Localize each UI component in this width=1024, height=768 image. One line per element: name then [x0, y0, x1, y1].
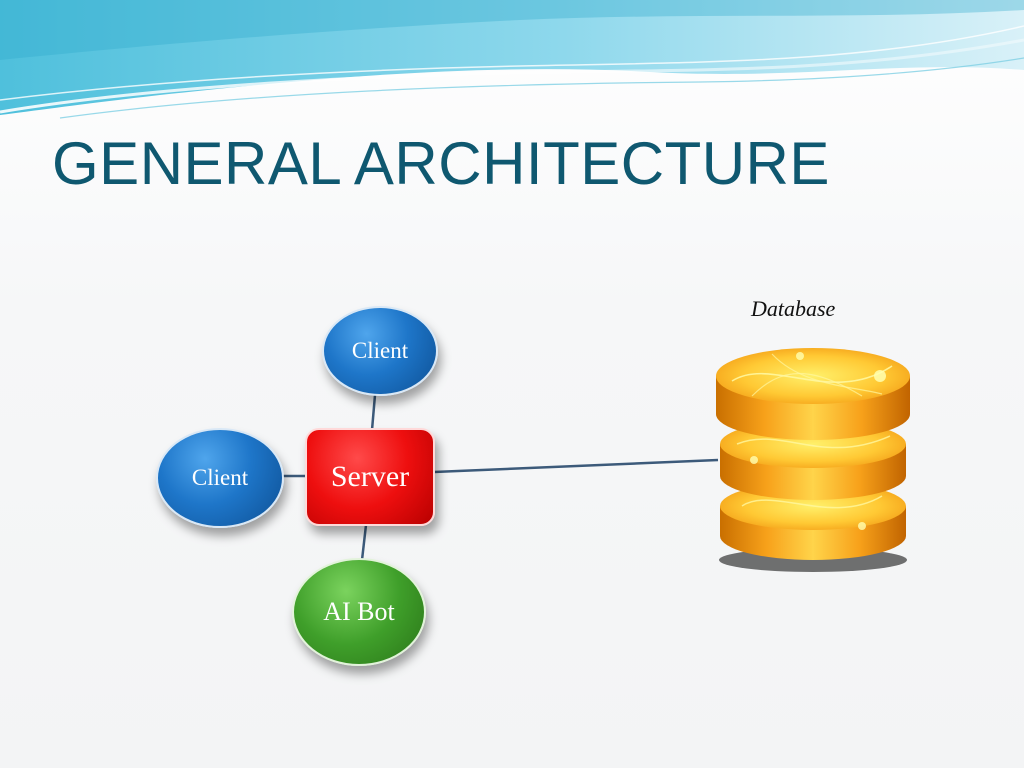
- page-title: GENERAL ARCHITECTURE: [52, 130, 830, 197]
- client-node-top: Client: [322, 306, 438, 396]
- client-node-left: Client: [156, 428, 284, 528]
- link-server-database: [433, 458, 719, 474]
- database-label: Database: [751, 296, 836, 321]
- decorative-wave-header: [0, 0, 1024, 119]
- link-server-aibot: [360, 524, 368, 561]
- database-icon: [716, 348, 910, 572]
- server-node: Server: [305, 428, 435, 526]
- ai-bot-node: AI Bot: [292, 558, 426, 666]
- link-server-client-top: [370, 394, 377, 431]
